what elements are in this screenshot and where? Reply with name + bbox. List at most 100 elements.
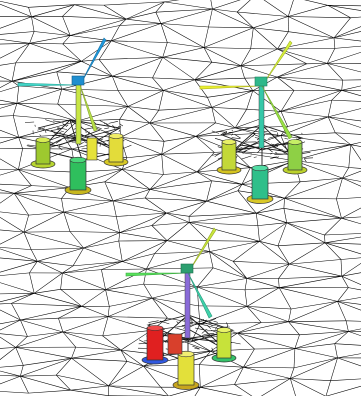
floater-right-3 [211, 327, 237, 363]
mesh-edge [299, 331, 349, 336]
mesh-edge [340, 257, 361, 260]
mesh-edge [246, 90, 254, 110]
mesh-edge [235, 127, 256, 134]
mesh-edge [28, 389, 71, 394]
mesh-edge [104, 127, 110, 130]
mesh-edge [26, 145, 37, 148]
mesh-edge [226, 322, 228, 326]
mesh-edge [194, 327, 204, 331]
floater-front-3 [172, 350, 200, 390]
mesh-edge [212, 8, 254, 29]
mesh-edge [29, 43, 82, 62]
mesh-edge [213, 267, 247, 279]
mesh-edge [58, 306, 82, 319]
mesh-edge [200, 387, 243, 396]
mesh-edge [277, 245, 290, 265]
mesh-edge [197, 319, 208, 323]
mesh-edge [192, 345, 200, 350]
mesh-edge [274, 153, 284, 155]
mesh-edge [0, 129, 19, 138]
mesh-edge [278, 278, 280, 288]
mesh-edge [149, 171, 198, 190]
mesh-edge [301, 152, 311, 154]
mesh-edge [234, 378, 291, 385]
mesh-edge [0, 43, 30, 45]
mesh-edge [203, 26, 209, 48]
mesh-edge [0, 62, 16, 66]
mesh-edge [211, 107, 247, 110]
mesh-edge [194, 62, 213, 80]
mesh-edge [11, 62, 16, 82]
mesh-edge [283, 208, 342, 219]
mesh-edge [324, 236, 361, 244]
mesh-edge [220, 130, 228, 136]
mesh-edge [110, 25, 120, 41]
mesh-edge [234, 109, 247, 129]
mesh-edge [102, 335, 122, 351]
mesh-edge [71, 357, 109, 387]
mesh-edge [105, 283, 144, 291]
mesh-edge [166, 212, 190, 223]
mesh-edge [62, 272, 106, 291]
mesh-edge [233, 151, 251, 168]
mesh-edge [277, 242, 326, 247]
mesh-edge [300, 177, 343, 183]
mesh-edge [335, 132, 351, 145]
mesh-edge [0, 319, 21, 331]
mesh-edge [280, 90, 342, 112]
mesh-edge [122, 169, 164, 175]
mesh-edge [155, 8, 213, 13]
mesh-edge [0, 374, 21, 377]
mesh-edge [288, 321, 300, 335]
mesh-edge [18, 169, 70, 188]
mesh-edge [148, 320, 159, 323]
mesh-edge [196, 267, 214, 288]
mesh-edge [57, 136, 60, 138]
mesh-edge [72, 247, 84, 267]
mesh-edge [233, 261, 290, 265]
mesh-edge [0, 211, 29, 216]
mesh-edge [161, 141, 165, 155]
floating-wind-turbine-2 [199, 40, 308, 204]
mesh-edge [176, 328, 186, 331]
mesh-edge [280, 90, 295, 112]
mesh-edge [126, 11, 156, 20]
mesh-edge [116, 212, 167, 217]
mesh-edge [23, 231, 71, 233]
mesh-edge [164, 0, 180, 3]
mesh-edge [330, 378, 361, 381]
mesh-edge [210, 0, 213, 10]
mesh-edge [31, 16, 71, 36]
mesh-edge [215, 122, 236, 129]
mesh-edge [294, 348, 338, 359]
mesh-edge [337, 287, 349, 302]
mesh-edge [232, 261, 248, 279]
mesh-edge [256, 208, 284, 214]
mesh-edge [250, 153, 253, 155]
mesh-edge [200, 366, 244, 388]
mesh-edge [69, 231, 84, 249]
mesh-edge [0, 80, 13, 89]
floating-wind-turbine-3 [125, 227, 237, 390]
mesh-edge [324, 234, 326, 243]
mesh-edge [259, 241, 290, 265]
mesh-edge [62, 261, 123, 274]
mesh-edge [0, 137, 19, 144]
mesh-edge [288, 301, 338, 322]
mesh-edge [101, 268, 147, 270]
mesh-edge [331, 99, 361, 102]
mesh-edge [199, 364, 244, 368]
mesh-edge [56, 374, 71, 391]
mesh-edge [211, 130, 219, 134]
mesh-edge [160, 23, 205, 48]
platform-truss-2 [220, 124, 304, 173]
mesh-edge [280, 111, 329, 118]
rotor-2 [199, 40, 293, 140]
mesh-edge [251, 135, 255, 137]
mesh-edge [328, 108, 361, 118]
mesh-edge [166, 200, 207, 214]
mesh-edge [122, 169, 151, 190]
mesh-edge [0, 16, 32, 18]
mesh-edge [0, 257, 38, 262]
